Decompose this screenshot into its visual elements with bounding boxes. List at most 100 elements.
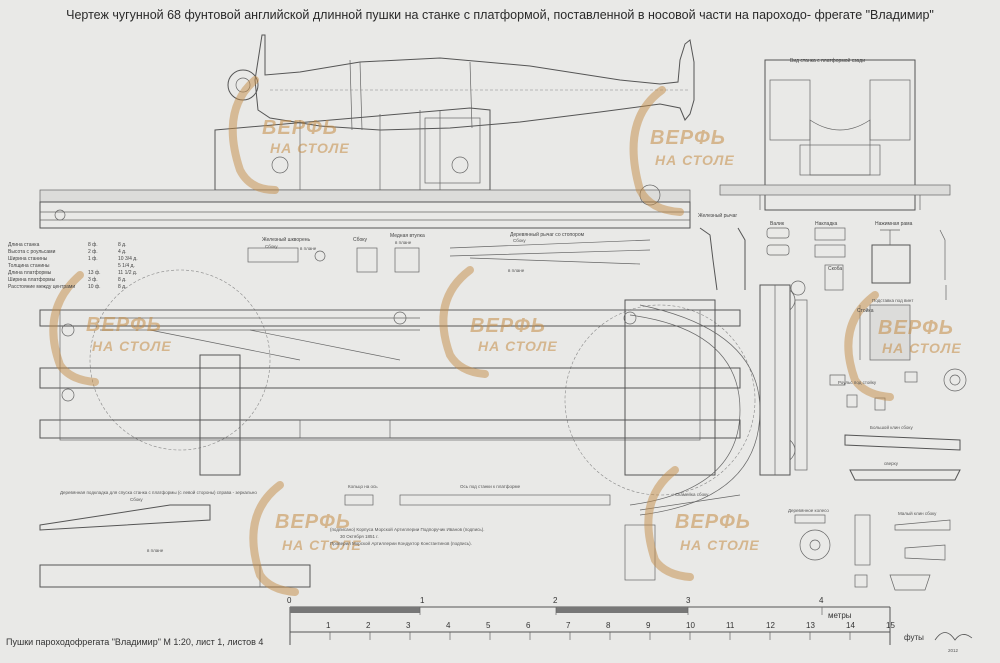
spec-feet: 13 ф. — [88, 270, 101, 276]
watermark-line1: ВЕРФЬ — [275, 511, 351, 533]
label-wooden-wheel: Деревянное колесо — [788, 508, 829, 513]
wooden-support — [39, 494, 741, 588]
watermark-line2: НА СТОЛЕ — [655, 152, 735, 168]
gun-barrel-side-view — [227, 34, 695, 131]
small-parts — [247, 227, 947, 300]
watermark-line1: ВЕРФЬ — [650, 127, 726, 149]
label-big-wedge: Большой клин сбоку — [870, 425, 913, 430]
right-lower-parts — [794, 304, 967, 591]
label-in-plan: в плане — [147, 548, 164, 553]
watermark-line2: НА СТОЛЕ — [680, 537, 760, 553]
scale-bar — [289, 606, 891, 645]
scale-meter-tick: 2 — [553, 596, 558, 605]
spec-inches: 4 д. — [118, 249, 127, 255]
watermark-line2: НА СТОЛЕ — [282, 537, 362, 553]
watermark-emblems — [49, 76, 894, 596]
label-side: Сбоку — [265, 244, 278, 249]
label-side: Сбоку — [130, 497, 143, 502]
spec-row: Высота с роульсами 2 ф. 4 д. — [8, 249, 158, 256]
label-copper-sleeve: Медная втулка — [390, 233, 425, 239]
scale-foot-tick: 5 — [486, 621, 491, 630]
spec-label: Ширина платформы — [8, 277, 56, 283]
spec-inches: 11 1/2 д. — [118, 270, 138, 276]
watermark-line2: НА СТОЛЕ — [882, 340, 962, 356]
label-side: Сбоку — [513, 238, 526, 243]
signature-line-2: Проверил Морской Артиллерии Кондуктор Ко… — [330, 541, 472, 546]
watermark-line1: ВЕРФЬ — [675, 511, 751, 533]
platform-plan-view — [39, 269, 761, 516]
scale-foot-tick: 9 — [646, 621, 651, 630]
spec-inches: 8 д. — [118, 284, 127, 290]
scale-meter-tick: 0 — [287, 596, 292, 605]
label-axis-platform: Ось под станки к платформе — [460, 484, 521, 489]
watermark-line2: НА СТОЛЕ — [478, 338, 558, 354]
scale-foot-tick: 1 — [326, 621, 331, 630]
label-valik: Валик — [770, 221, 785, 227]
spec-feet: 8 ф. — [88, 242, 98, 248]
spec-feet: 10 ф. — [88, 284, 101, 290]
spec-inches: 10 3/4 д. — [118, 256, 138, 262]
scale-foot-tick: 11 — [726, 621, 735, 630]
scale-foot-tick: 15 — [886, 621, 895, 630]
scale-foot-tick: 14 — [846, 621, 855, 630]
rear-view — [719, 59, 951, 211]
scale-meter-tick: 1 — [420, 596, 425, 605]
spec-row: Ширина платформы 3 ф. 8 д. — [8, 277, 158, 284]
spec-label: Высота с роульсами — [8, 249, 56, 255]
page-title: Чертеж чугунной 68 фунтовой английской д… — [66, 8, 934, 22]
label-skoba: Скоба — [828, 266, 843, 272]
spec-row: Ширина станины 1 ф. 10 3/4 д. — [8, 256, 158, 263]
label-small-wedge: Малый клин сбоку — [898, 511, 937, 516]
carriage-side-view — [39, 107, 691, 229]
label-wooden-support: Деревянная подкладка для спуска станка с… — [60, 490, 257, 495]
signature-line-1: (подписано) Корпуса Морской Артиллерии П… — [330, 527, 485, 532]
scale-meter-tick: 4 — [819, 596, 824, 605]
label-clamp-frame: Нажимная рама — [875, 221, 913, 227]
scale-meters-unit: метры — [828, 611, 852, 620]
spec-inches: 5 1/4 д. — [118, 263, 135, 269]
spec-row: Толщина станины 5 1/4 д. — [8, 263, 158, 270]
spec-feet: 3 ф. — [88, 277, 98, 283]
label-top: сверху — [884, 461, 899, 466]
scale-foot-tick: 12 — [766, 621, 775, 630]
label-wooden-lever: Деревянный рычаг со стопором — [510, 232, 585, 238]
label-nakladka: Накладка — [815, 221, 838, 227]
watermark-line1: ВЕРФЬ — [470, 315, 546, 337]
sheet-caption: Пушки пароходофрегата "Владимир" М 1:20,… — [6, 637, 264, 647]
watermark-line1: ВЕРФЬ — [262, 117, 338, 139]
spec-inches: 8 д. — [118, 242, 127, 248]
spec-label: Расстояние между центрами — [8, 284, 76, 290]
spec-feet: 2 ф. — [88, 249, 98, 255]
scale-foot-tick: 6 — [526, 621, 531, 630]
scale-meter-tick: 3 — [686, 596, 691, 605]
watermark-line1: ВЕРФЬ — [86, 314, 162, 336]
label-skamejka: Скамейка сбоку — [675, 492, 709, 497]
scale-foot-tick: 8 — [606, 621, 611, 630]
label-in-plan: в плане — [395, 240, 412, 245]
spec-label: Ширина станины — [8, 256, 48, 262]
scale-foot-tick: 2 — [366, 621, 371, 630]
label-rouls-side: Роульс под стойку — [838, 380, 877, 385]
signature-date: 30 Октября 1851 г. — [340, 534, 379, 539]
scale-foot-tick: 7 — [566, 621, 571, 630]
label-platform-support: Подставка под винт — [872, 298, 914, 303]
scale-foot-tick: 4 — [446, 621, 451, 630]
label-ring-axis: Кольцо на ось — [348, 484, 378, 489]
scale-feet-unit: футы — [904, 633, 924, 642]
label-side: Сбоку — [353, 237, 367, 243]
signature-year: 2012 — [948, 648, 959, 653]
spec-inches: 8 д. — [118, 277, 127, 283]
label-in-plan: в плане — [508, 268, 525, 273]
label-iron-lever: Железный рычаг — [698, 213, 738, 219]
spec-label: Толщина станины — [8, 263, 50, 269]
watermark-line2: НА СТОЛЕ — [270, 140, 350, 156]
scale-foot-tick: 3 — [406, 621, 411, 630]
spec-feet — [88, 263, 118, 270]
spec-label: Длина платформы — [8, 270, 52, 276]
spec-feet: 1 ф. — [88, 256, 98, 262]
spec-row: Расстояние между центрами 10 ф. 8 д. — [8, 284, 158, 291]
scale-foot-tick: 10 — [686, 621, 695, 630]
